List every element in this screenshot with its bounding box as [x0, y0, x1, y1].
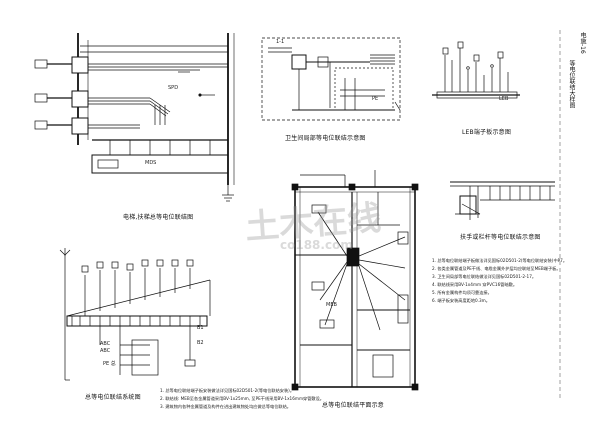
diagram-handrail-bonding [450, 181, 555, 220]
caption-floor-plan: 总等电位联结平面示意 [322, 402, 385, 409]
caption-elevator-bonding: 电梯,扶梯总等电位联结图 [123, 214, 194, 221]
note-item: 3. 卫生间局部等电位联结做法详见国标02D501-2-17。 [432, 274, 537, 279]
diagram-floor-plan [291, 170, 419, 391]
label-b1: ABC [100, 341, 111, 347]
label-r1: B2 [197, 340, 204, 346]
label-b2: ABC [100, 348, 111, 354]
caption-system-diagram: 总等电位联结系统图 [85, 394, 141, 401]
caption-leb-terminal: LEB端子板示意图 [462, 129, 512, 136]
sheet-title-vertical: 等电位联结大样图 [568, 60, 575, 108]
note-item: 6. 端子板安装高度距地0.3m。 [432, 298, 490, 303]
label-pe: PE [372, 96, 379, 102]
label-pe-box: PE 总 [103, 361, 116, 367]
diagram-bathroom-bonding [261, 37, 401, 121]
bottom-note-item: 2. 联结线: MEB至各金属管道采用BV-1x25mm, 至PE干线采用BV-… [160, 396, 324, 401]
note-item: 2. 各类金属管道及PE干线、电缆金属外护层均应联结至MEB端子板。 [432, 266, 561, 271]
bottom-note-item: 3. 建筑物内各种金属管道及构件在进出建筑物处均应做总等电位联结。 [160, 404, 291, 409]
diagram-elevator-bonding [34, 33, 235, 202]
note-item: 1. 总等电位联结端子板做法详见国标02D501-2(等电位联结安装)中P7。 [432, 258, 568, 263]
sheet-number-vertical: 电施-16 [579, 32, 586, 54]
caption-handrail-bonding: 扶手或栏杆等电位联结示意图 [460, 234, 541, 241]
label-b3: B1 [197, 325, 204, 331]
label-spd: SPD [168, 85, 179, 91]
bottom-note-item: 1. 总等电位联结端子板安装做法详见国标02D501-2(等电位联结安装)。 [160, 388, 295, 393]
note-item: 4. 联结线采用BV-1x4mm 穿PVC16管暗敷。 [432, 282, 518, 287]
note-item: 5. 所有金属构件均须可靠连接。 [432, 290, 492, 295]
label-seg: 1-1 [276, 39, 285, 45]
label-meb: MEB [326, 302, 337, 308]
diagram-system [59, 248, 211, 381]
caption-bathroom-bonding: 卫生间局部等电位联结示意图 [285, 135, 366, 142]
label-mds: MDS [145, 160, 157, 166]
label-leb-box: LEB [499, 96, 509, 102]
diagram-leb-terminal [432, 41, 520, 99]
watermark-subtext: co188.com [280, 238, 353, 252]
